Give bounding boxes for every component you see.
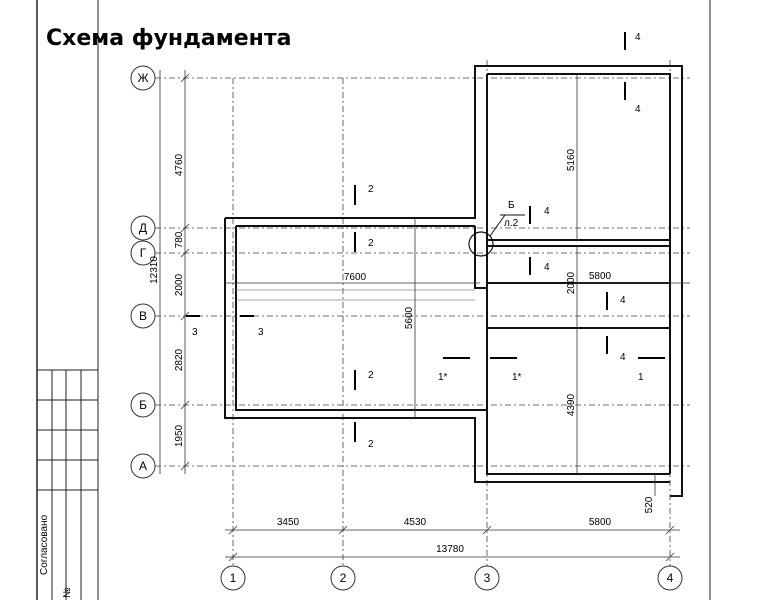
section-4-c: 4 bbox=[544, 206, 550, 217]
foundation-walls bbox=[224, 65, 683, 497]
dim-interior-520: 520 bbox=[644, 496, 655, 513]
dim-left-2000: 2000 bbox=[174, 273, 185, 296]
row-axis-a: А bbox=[139, 459, 147, 473]
sheet-frame bbox=[36, 0, 711, 600]
row-axis-markers bbox=[130, 65, 156, 479]
dim-interior-5160: 5160 bbox=[566, 148, 577, 171]
node-callout-sheet: л.2 bbox=[504, 218, 519, 229]
dim-left-780: 780 bbox=[174, 231, 185, 248]
dim-interior-2000: 2000 bbox=[566, 271, 577, 294]
col-axis-3: 3 bbox=[484, 571, 491, 585]
section-3-a: 3 bbox=[192, 327, 198, 338]
section-2-b: 2 bbox=[368, 238, 374, 249]
section-1star-b: 1* bbox=[512, 372, 522, 383]
dim-interior-5600: 5600 bbox=[404, 306, 415, 329]
col-axis-2: 2 bbox=[340, 571, 347, 585]
section-2-c: 2 bbox=[368, 370, 374, 381]
stamp-number: № bbox=[62, 587, 73, 598]
dim-interior-7600: 7600 bbox=[344, 272, 367, 283]
interior-lines bbox=[236, 289, 475, 301]
interior-dimension-lines bbox=[225, 74, 690, 496]
dim-left-1950: 1950 bbox=[174, 424, 185, 447]
row-axis-d: Д bbox=[139, 221, 147, 235]
row-axis-zh: Ж bbox=[137, 71, 148, 85]
dim-bottom-3450: 3450 bbox=[277, 517, 300, 528]
section-2-d: 2 bbox=[368, 439, 374, 450]
dim-interior-5800: 5800 bbox=[589, 271, 612, 282]
section-4-a: 4 bbox=[635, 32, 641, 43]
row-axis-b: Б bbox=[139, 398, 147, 412]
section-2-a: 2 bbox=[368, 184, 374, 195]
dim-bottom-total: 13780 bbox=[436, 544, 464, 555]
dim-left-4760: 4760 bbox=[174, 153, 185, 176]
bottom-dimension-lines bbox=[225, 525, 680, 562]
node-callout-circle bbox=[468, 231, 494, 257]
node-callout-label: Б bbox=[508, 200, 515, 211]
dim-bottom-4530: 4530 bbox=[404, 517, 427, 528]
diagram-title: Схема фундамента bbox=[46, 26, 292, 51]
row-axis-g: Г bbox=[140, 246, 147, 260]
section-4-f: 4 bbox=[620, 352, 626, 363]
left-dimension-lines bbox=[159, 70, 190, 474]
dim-left-2820: 2820 bbox=[174, 348, 185, 371]
section-4-b: 4 bbox=[635, 104, 641, 115]
row-axis-v: В bbox=[139, 309, 147, 323]
dim-interior-4390: 4390 bbox=[566, 393, 577, 416]
section-1star-a: 1* bbox=[438, 372, 448, 383]
col-axis-markers bbox=[220, 565, 683, 591]
section-4-e: 4 bbox=[620, 295, 626, 306]
col-axis-1: 1 bbox=[230, 571, 237, 585]
section-3-b: 3 bbox=[258, 327, 264, 338]
dim-bottom-5800: 5800 bbox=[589, 517, 612, 528]
section-cut-lines bbox=[186, 32, 665, 442]
section-1: 1 bbox=[638, 372, 644, 383]
col-axis-4: 4 bbox=[667, 571, 674, 585]
section-4-d: 4 bbox=[544, 262, 550, 273]
stamp-agreed: Согласовано bbox=[39, 514, 50, 575]
dim-left-total: 12310 bbox=[149, 256, 160, 284]
